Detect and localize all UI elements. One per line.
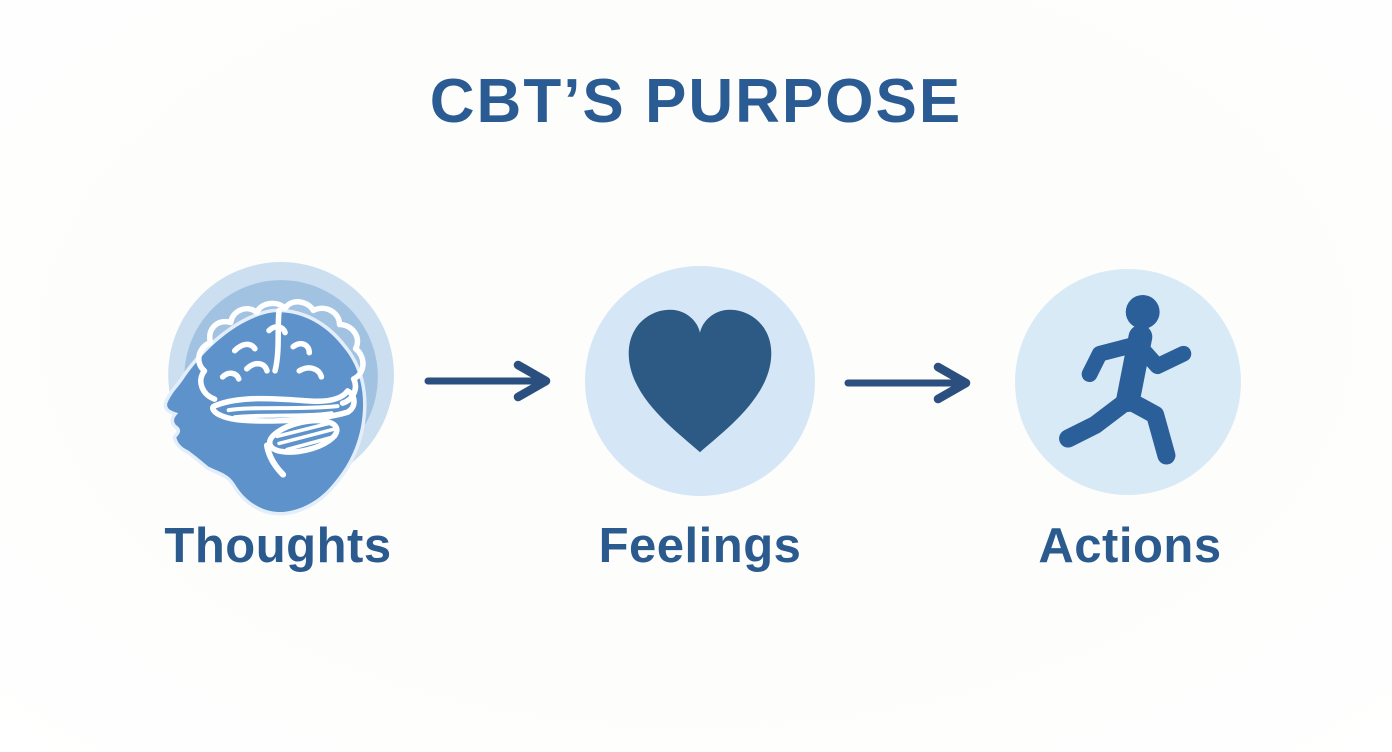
arrow-thoughts-to-feelings [422,360,564,402]
heart-shape [628,309,772,453]
runner-head [1125,294,1160,329]
brain-outline [196,299,366,478]
feelings-label: Feelings [598,519,802,573]
actions-step-icon [1015,269,1241,495]
thoughts-step-icon [145,258,397,520]
arrow-right-icon [424,360,551,402]
feelings-step-icon [585,266,815,496]
arrow-feelings-to-actions [842,362,984,404]
thoughts-label: Thoughts [164,519,392,573]
arrow-right-icon [844,362,971,404]
head-silhouette [163,308,367,516]
heart-icon [585,266,815,496]
running-person-icon [1015,269,1241,495]
runner-body [1059,324,1192,465]
actions-label: Actions [1038,519,1222,573]
page-title: CBT’S PURPOSE [429,67,963,136]
head-with-brain-icon [163,262,394,516]
